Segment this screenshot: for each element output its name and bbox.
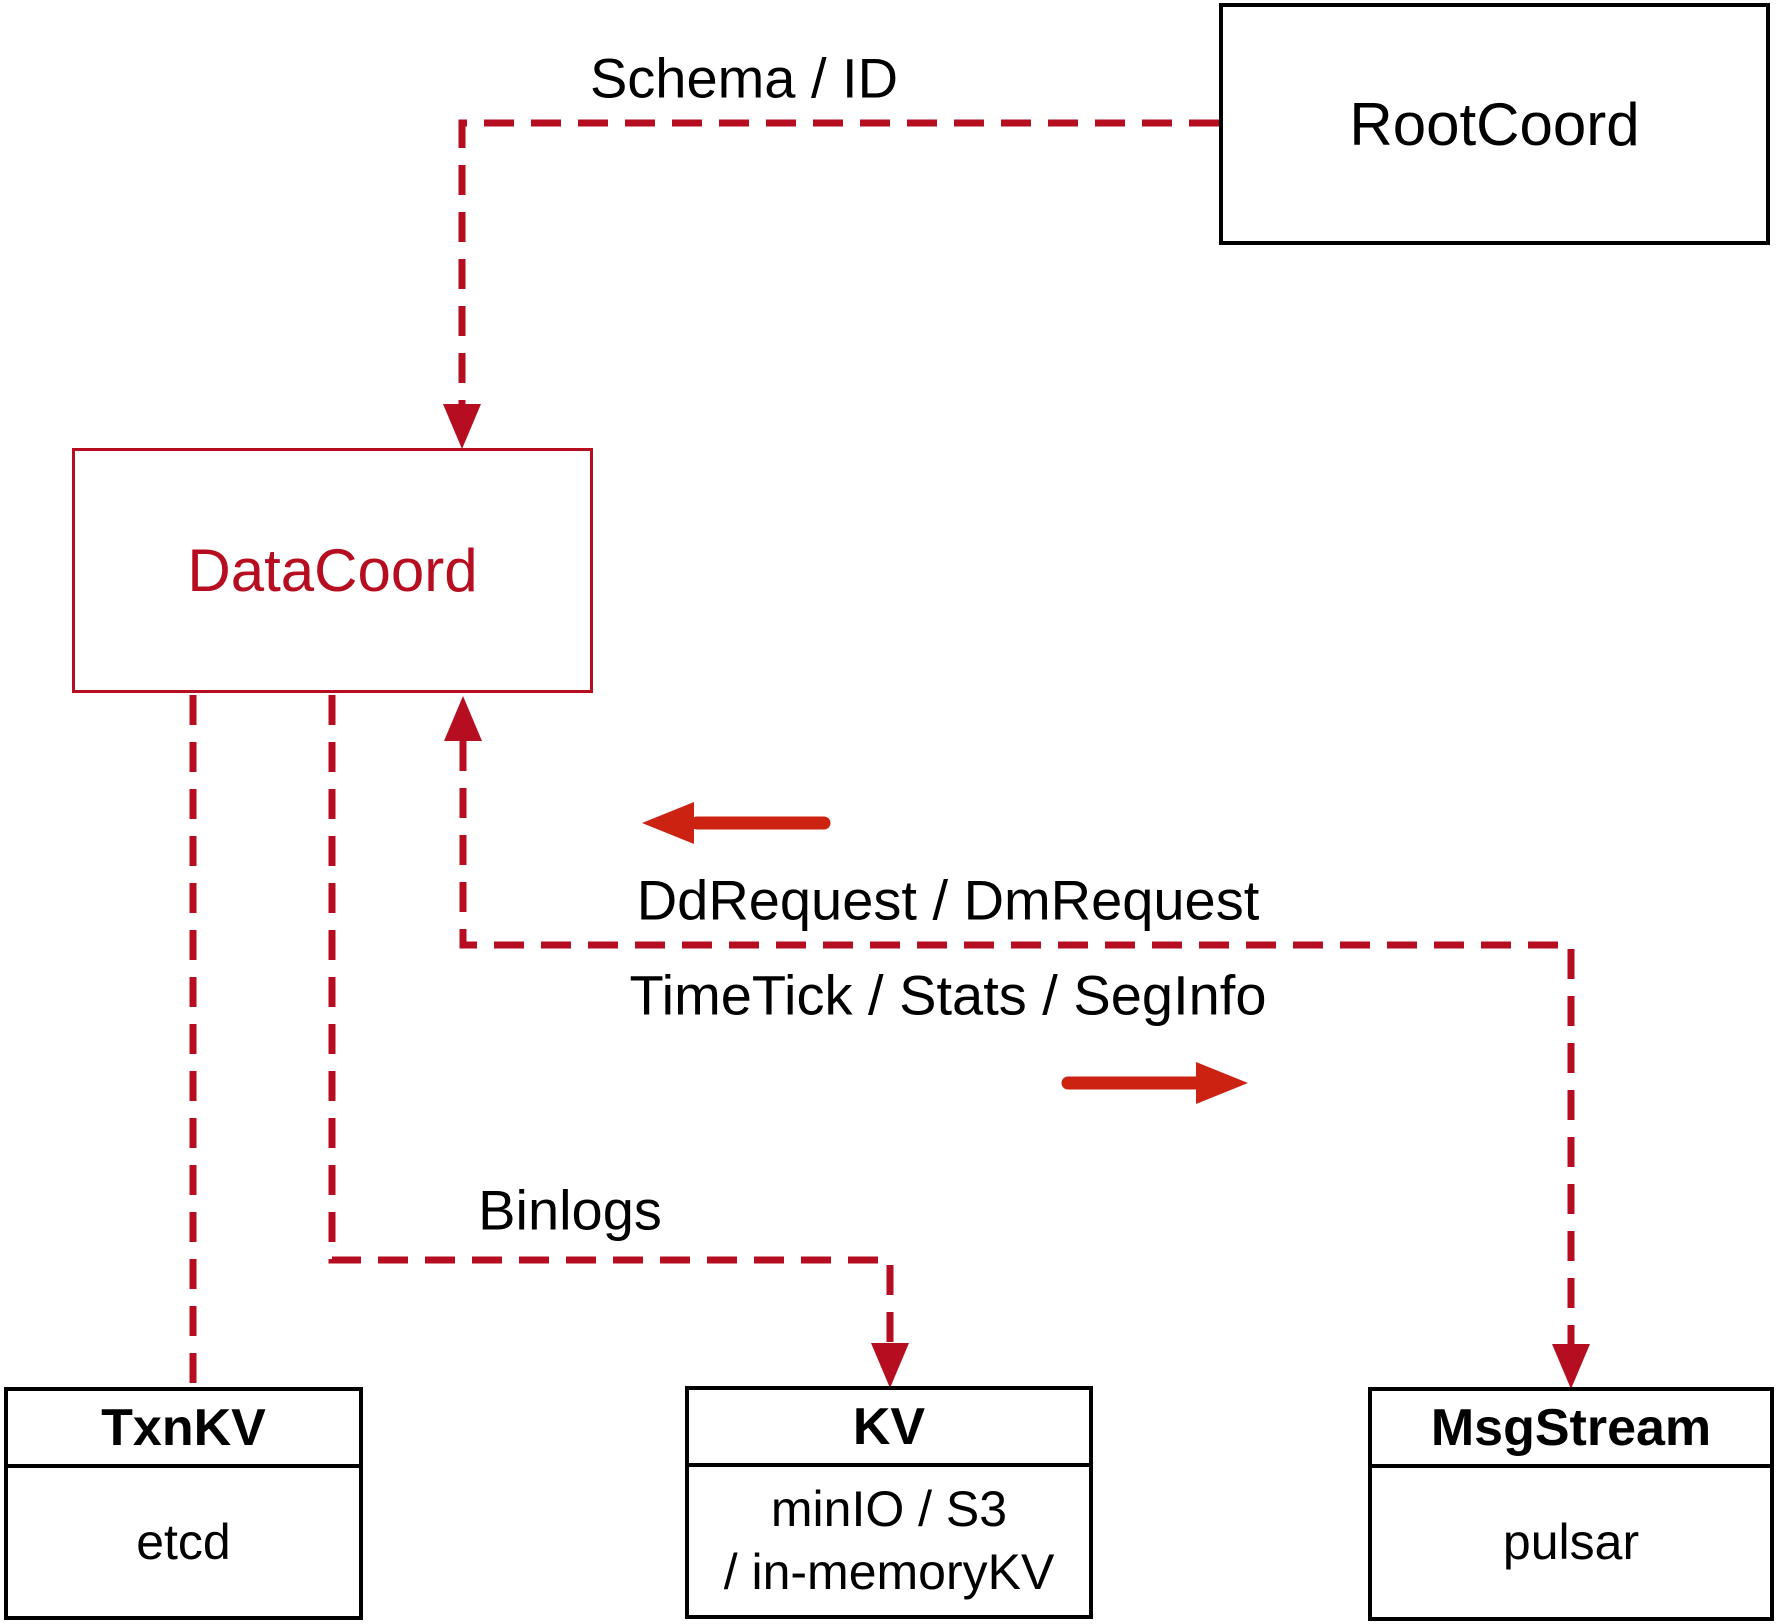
node-datacoord: DataCoord <box>72 448 593 693</box>
arrow-left-head-icon <box>642 802 694 844</box>
connector-datacoord-to-msgstream <box>459 741 1575 1344</box>
node-msgstream: MsgStream pulsar <box>1368 1387 1774 1621</box>
edge-label-ddrequest-dmrequest: DdRequest / DmRequest <box>636 868 1260 932</box>
connector-rootcoord-to-datacoord <box>458 119 1219 404</box>
edge-label-schema-id: Schema / ID <box>589 46 899 110</box>
node-msgstream-content: pulsar <box>1502 1514 1640 1570</box>
arrowhead-down-into-kv-icon <box>871 1343 909 1388</box>
node-txnkv-content: etcd <box>136 1513 231 1570</box>
node-kv: KV minIO / S3 / in-memoryKV <box>685 1386 1093 1619</box>
arrow-right-head-icon <box>1196 1062 1248 1104</box>
node-kv-content-line1: minIO / S3 <box>770 1481 1008 1537</box>
node-msgstream-title: MsgStream <box>1372 1391 1770 1468</box>
edge-label-timetick-stats-seginfo: TimeTick / Stats / SegInfo <box>629 963 1267 1027</box>
node-kv-content-line2: / in-memoryKV <box>723 1544 1055 1600</box>
edge-label-binlogs: Binlogs <box>478 1178 662 1242</box>
arrowhead-down-into-msgstream-icon <box>1552 1344 1590 1389</box>
node-rootcoord: RootCoord <box>1219 3 1770 245</box>
connector-datacoord-to-kv <box>328 695 894 1343</box>
node-datacoord-label: DataCoord <box>187 537 478 604</box>
node-txnkv-title: TxnKV <box>8 1391 359 1468</box>
node-txnkv: TxnKV etcd <box>4 1387 363 1620</box>
arrowhead-down-into-datacoord-icon <box>443 404 481 449</box>
node-rootcoord-label: RootCoord <box>1349 90 1640 158</box>
arrowhead-up-into-datacoord-icon <box>444 696 482 741</box>
node-kv-title: KV <box>689 1390 1089 1467</box>
